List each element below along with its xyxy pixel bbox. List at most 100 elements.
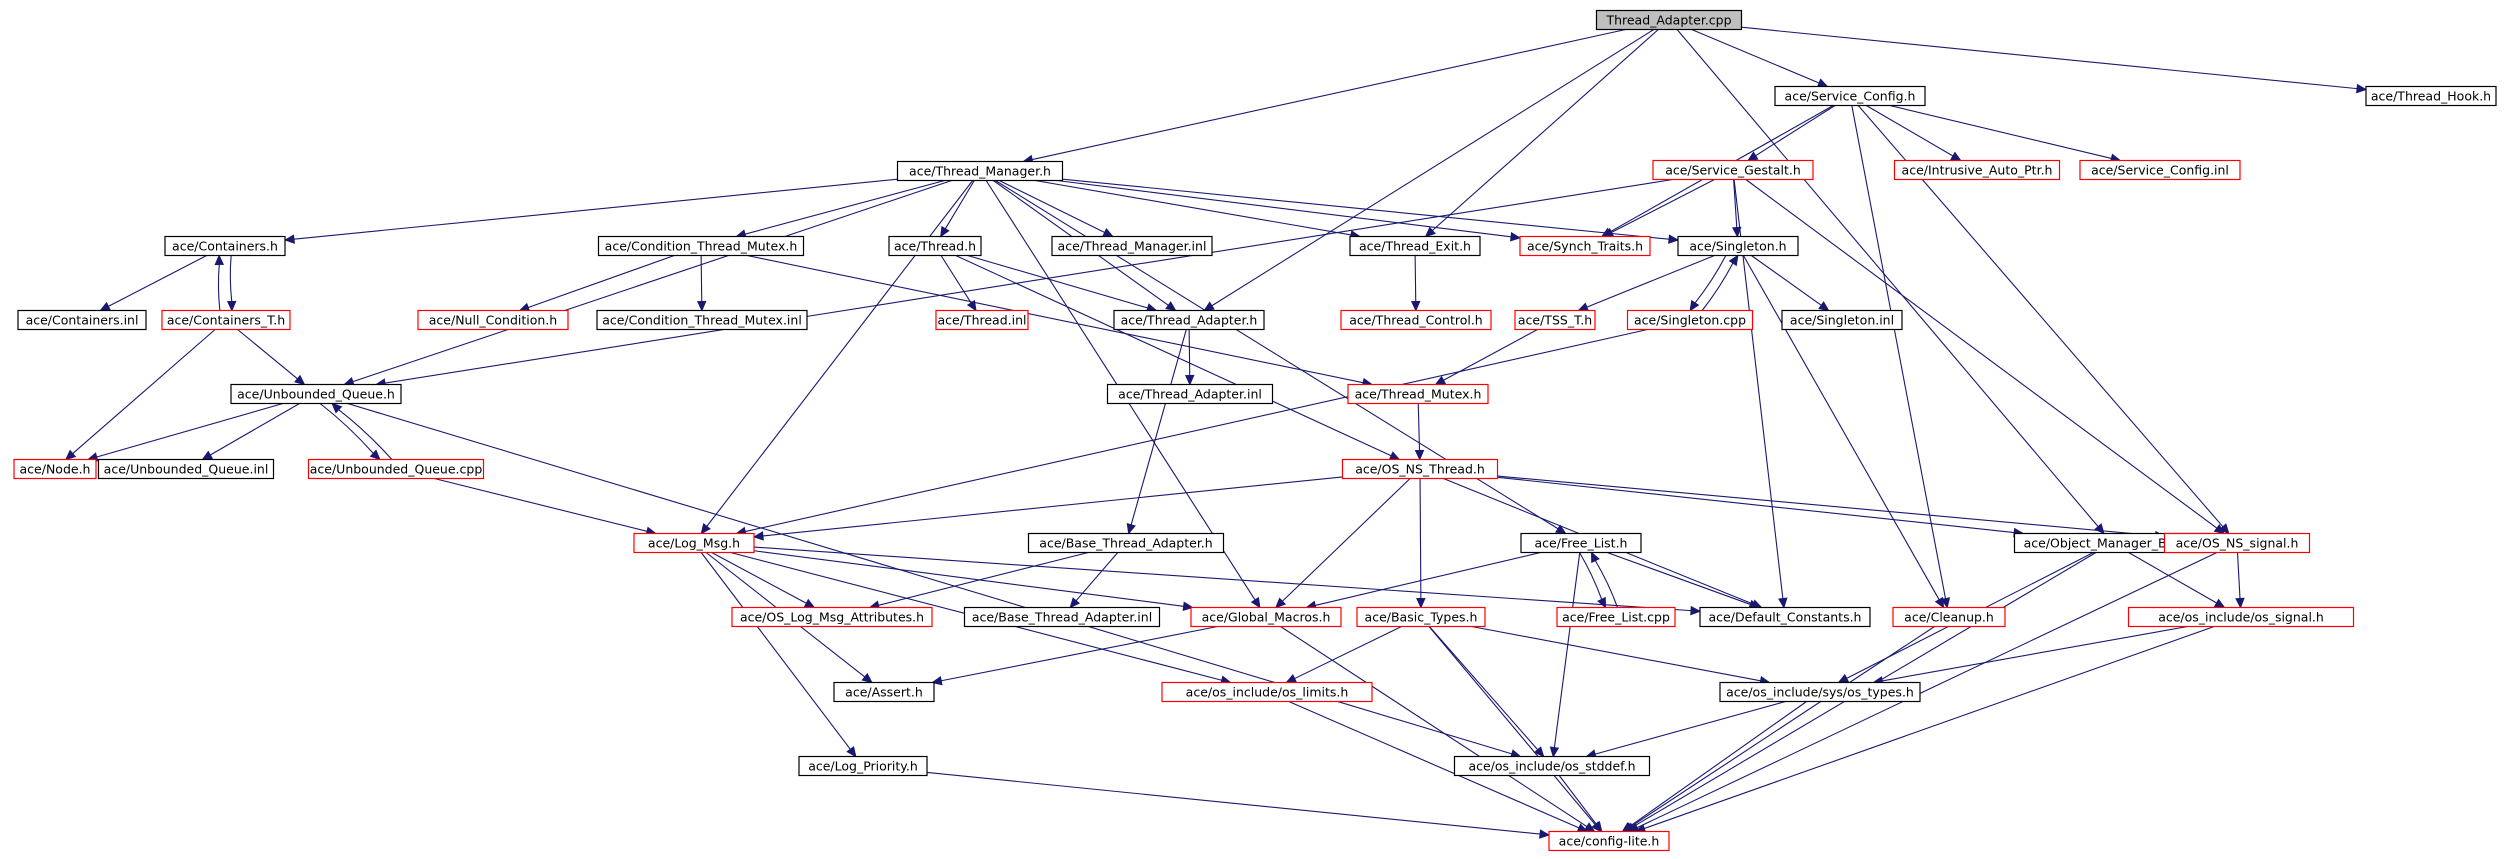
node-containers-inl[interactable]: ace/Containers.inl <box>17 309 147 331</box>
node-os-log-msg-attributes-h[interactable]: ace/OS_Log_Msg_Attributes.h <box>731 606 933 628</box>
node-os-include-sys-os-types-h[interactable]: ace/os_include/sys/os_types.h <box>1719 681 1921 703</box>
edge-os-ns-thread-h-to-basic-types-h <box>1416 478 1426 609</box>
node-free-list-cpp[interactable]: ace/Free_List.cpp <box>1556 606 1676 628</box>
edge-thread-exit-h-to-thread-control-h <box>1410 255 1421 312</box>
node-unbounded-queue-cpp[interactable]: ace/Unbounded_Queue.cpp <box>307 458 485 480</box>
node-label: ace/config-lite.h <box>1559 834 1660 849</box>
node-thread-manager-h[interactable]: ace/Thread_Manager.h <box>896 160 1064 182</box>
node-thread-adapter-inl[interactable]: ace/Thread_Adapter.inl <box>1106 383 1274 405</box>
node-box <box>1113 309 1265 331</box>
node-label: ace/Containers.h <box>172 239 278 254</box>
node-default-constants-h[interactable]: ace/Default_Constants.h <box>1699 606 1871 628</box>
edge-arrowhead <box>1590 551 1600 564</box>
node-condition-thread-mutex-inl[interactable]: ace/Condition_Thread_Mutex.inl <box>596 309 808 331</box>
edge-line <box>1630 626 1935 828</box>
node-os-ns-thread-h[interactable]: ace/OS_NS_Thread.h <box>1341 458 1499 480</box>
node-singleton-h[interactable]: ace/Singleton.h <box>1677 235 1799 257</box>
edge-thread-manager-h-to-unbounded-queue-h <box>343 179 952 386</box>
node-thread-inl[interactable]: ace/Thread.inl <box>935 309 1029 331</box>
node-label: ace/Thread_Manager.h <box>909 164 1051 179</box>
edge-line <box>753 546 1692 612</box>
edge-line <box>209 403 300 456</box>
node-assert-h[interactable]: ace/Assert.h <box>833 681 935 703</box>
edge-service-config-h-to-service-config-inl <box>1889 104 2122 163</box>
edge-line <box>384 178 1673 384</box>
node-root[interactable]: Thread_Adapter.cpp <box>1595 9 1743 31</box>
node-base-thread-adapter-inl[interactable]: ace/Base_Thread_Adapter.inl <box>963 606 1161 628</box>
edge-line <box>1755 105 1836 157</box>
edge-unbounded-queue-h-to-unbounded-queue-inl <box>201 403 300 461</box>
edge-arrowhead <box>1069 597 1081 609</box>
node-box <box>1595 9 1743 31</box>
edge-line <box>706 180 974 527</box>
node-box <box>798 755 928 777</box>
edge-thread-manager-h-to-containers-h <box>283 178 898 244</box>
node-free-list-h[interactable]: ace/Free_List.h <box>1520 532 1642 554</box>
node-thread-mutex-h[interactable]: ace/Thread_Mutex.h <box>1347 383 1489 405</box>
node-object-manager-base-h[interactable]: ace/Object_Manager_Base.h <box>2013 532 2211 554</box>
node-box <box>633 532 755 554</box>
edge-arrowhead <box>1731 226 1742 238</box>
edge-arrowhead <box>1533 746 1545 758</box>
node-service-config-h[interactable]: ace/Service_Config.h <box>1774 85 1926 107</box>
node-os-ns-signal-h[interactable]: ace/OS_NS_signal.h <box>2163 532 2311 554</box>
edge-line <box>1594 560 1619 608</box>
edge-root-to-thread-manager-h <box>1022 28 1626 165</box>
edge-arrowhead <box>1818 301 1830 312</box>
node-thread-hook-h[interactable]: ace/Thread_Hook.h <box>2365 85 2497 107</box>
node-containers-h[interactable]: ace/Containers.h <box>164 235 286 257</box>
node-condition-thread-mutex-h[interactable]: ace/Condition_Thread_Mutex.h <box>597 235 805 257</box>
edge-root-to-thread-exit-h <box>1424 29 1659 238</box>
edge-thread-adapter-h-to-thread-adapter-inl <box>1184 329 1195 386</box>
node-thread-h[interactable]: ace/Thread.h <box>888 235 982 257</box>
node-unbounded-queue-inl[interactable]: ace/Unbounded_Queue.inl <box>97 458 275 480</box>
node-thread-exit-h[interactable]: ace/Thread_Exit.h <box>1349 235 1481 257</box>
edge-arrowhead <box>1597 596 1607 609</box>
edge-arrowhead <box>1414 449 1425 461</box>
edges-layer <box>64 26 2368 839</box>
node-config-lite-h[interactable]: ace/config-lite.h <box>1548 830 1670 852</box>
node-label: ace/Intrusive_Auto_Ptr.h <box>1902 163 2053 178</box>
node-unbounded-queue-h[interactable]: ace/Unbounded_Queue.h <box>230 383 402 405</box>
node-singleton-cpp[interactable]: ace/Singleton.cpp <box>1626 309 1754 331</box>
edge-arrowhead <box>1434 375 1447 386</box>
node-cleanup-h[interactable]: ace/Cleanup.h <box>1892 606 2006 628</box>
node-thread-manager-inl[interactable]: ace/Thread_Manager.inl <box>1051 235 1213 257</box>
edge-free-list-h-to-free-list-cpp <box>1579 552 1607 609</box>
edge-line <box>1553 552 1581 748</box>
node-global-macros-h[interactable]: ace/Global_Macros.h <box>1190 606 1342 628</box>
edge-line <box>527 254 675 309</box>
node-synch-traits-h[interactable]: ace/Synch_Traits.h <box>1519 235 1651 257</box>
edge-arrowhead <box>64 449 77 461</box>
edge-line <box>1497 475 2156 537</box>
node-box <box>963 606 1161 628</box>
node-os-include-os-signal-h[interactable]: ace/os_include/os_signal.h <box>2127 606 2355 628</box>
node-thread-adapter-h[interactable]: ace/Thread_Adapter.h <box>1113 309 1265 331</box>
node-box <box>17 309 147 331</box>
node-service-gestalt-h[interactable]: ace/Service_Gestalt.h <box>1652 159 1814 181</box>
edge-arrowhead <box>1940 597 1951 609</box>
node-containers-t-h[interactable]: ace/Containers_T.h <box>161 309 291 331</box>
node-singleton-inl[interactable]: ace/Singleton.inl <box>1781 309 1903 331</box>
node-thread-control-h[interactable]: ace/Thread_Control.h <box>1340 309 1492 331</box>
edge-line <box>1280 626 1588 828</box>
node-box <box>731 606 933 628</box>
node-box <box>1781 309 1903 331</box>
node-box <box>2365 85 2497 107</box>
node-service-config-inl[interactable]: ace/Service_Config.inl <box>2079 159 2241 181</box>
node-intrusive-auto-ptr-h[interactable]: ace/Intrusive_Auto_Ptr.h <box>1893 159 2061 181</box>
node-node-h[interactable]: ace/Node.h <box>13 458 97 480</box>
node-base-thread-adapter-h[interactable]: ace/Base_Thread_Adapter.h <box>1027 532 1225 554</box>
node-label: ace/OS_Log_Msg_Attributes.h <box>740 610 924 625</box>
node-basic-types-h[interactable]: ace/Basic_Types.h <box>1356 606 1486 628</box>
edge-arrowhead <box>803 598 816 609</box>
node-log-msg-h[interactable]: ace/Log_Msg.h <box>633 532 755 554</box>
edge-line <box>1428 626 1539 751</box>
edge-service-gestalt-h-to-os-ns-signal-h <box>1745 179 2226 535</box>
node-tss-t-h[interactable]: ace/TSS_T.h <box>1514 309 1596 331</box>
node-null-condition-h[interactable]: ace/Null_Condition.h <box>417 309 569 331</box>
node-os-include-os-limits-h[interactable]: ace/os_include/os_limits.h <box>1161 681 1373 703</box>
node-os-include-os-stddef-h[interactable]: ace/os_include/os_stddef.h <box>1453 755 1651 777</box>
edge-line <box>338 409 393 460</box>
node-log-priority-h[interactable]: ace/Log_Priority.h <box>798 755 928 777</box>
